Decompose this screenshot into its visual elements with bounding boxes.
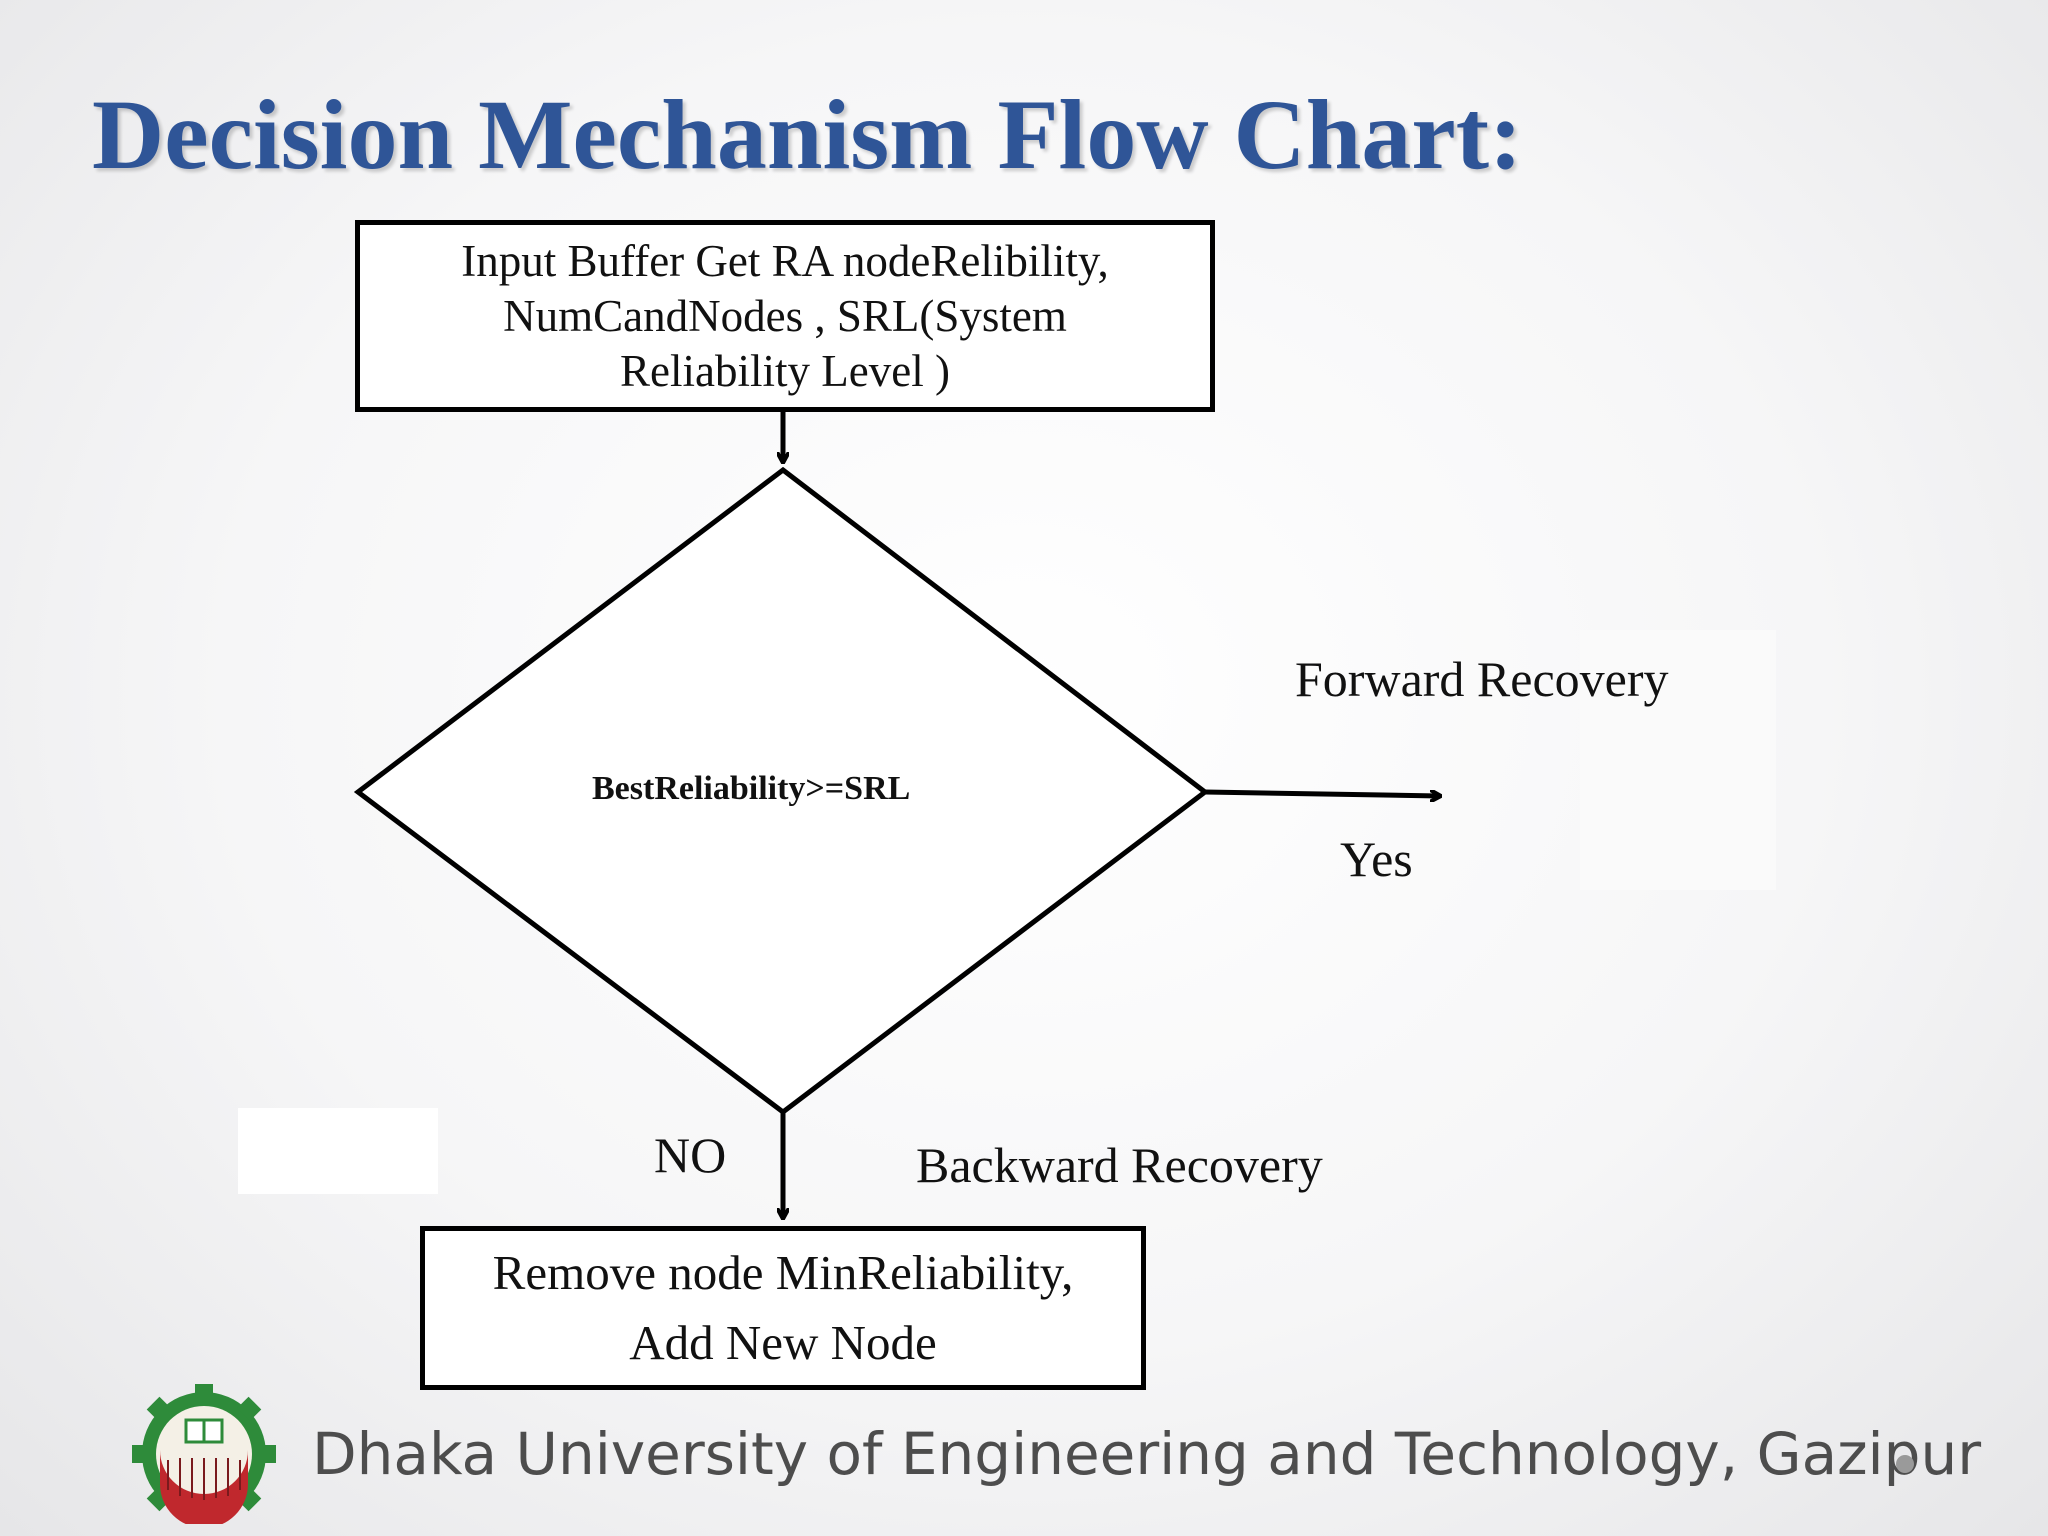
- white-patch-decoration: [238, 1108, 438, 1194]
- input-box: Input Buffer Get RA nodeRelibility, NumC…: [355, 220, 1215, 412]
- input-box-line: Input Buffer Get RA nodeRelibility,: [461, 235, 1109, 286]
- white-patch-decoration: [1580, 630, 1776, 890]
- input-box-line: NumCandNodes , SRL(System: [503, 290, 1067, 341]
- yes-outcome-label: Forward Recovery: [1295, 651, 1669, 707]
- input-box-line: Reliability Level ): [620, 345, 950, 396]
- footer-text: Dhaka University of Engineering and Tech…: [312, 1420, 1982, 1488]
- remove-node-box: Remove node MinReliability, Add New Node: [420, 1226, 1146, 1390]
- university-gear-logo-icon: [132, 1384, 276, 1524]
- remove-box-line: Remove node MinReliability,: [492, 1245, 1074, 1300]
- remove-box-line: Add New Node: [629, 1315, 937, 1370]
- no-outcome-label: Backward Recovery: [916, 1137, 1323, 1193]
- slide-title: Decision Mechanism Flow Chart:: [92, 79, 1523, 190]
- arrow-yes: [1204, 789, 1440, 796]
- bullet-dot-icon: [1896, 1455, 1914, 1473]
- yes-label: Yes: [1340, 831, 1413, 887]
- decision-condition: BestReliability>=SRL: [592, 770, 911, 807]
- no-label: NO: [654, 1127, 727, 1183]
